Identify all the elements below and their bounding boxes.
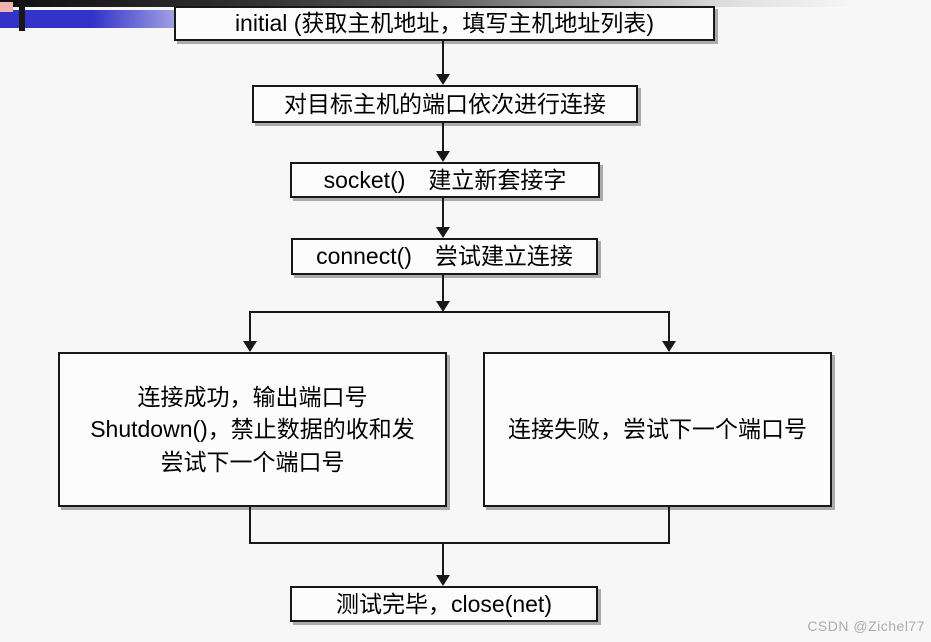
flow-branch-split-line bbox=[250, 311, 670, 313]
flow-line-initial-to-scan bbox=[442, 41, 444, 75]
node-initial-label: initial (获取主机地址，填写主机地址列表) bbox=[234, 10, 655, 37]
arrow-down-icon bbox=[662, 341, 676, 352]
node-scan-ports: 对目标主机的端口依次进行连接 bbox=[252, 85, 638, 123]
flow-line-socket-to-connect bbox=[442, 198, 444, 228]
node-connect-failure-label: 连接失败，尝试下一个端口号 bbox=[508, 416, 807, 443]
node-connect-success-line-3: 尝试下一个端口号 bbox=[160, 448, 345, 475]
node-test-done-label: 测试完毕，close(net) bbox=[336, 590, 552, 617]
flow-line-failure-to-merge bbox=[668, 507, 670, 544]
flow-line-merge-to-done bbox=[442, 544, 444, 575]
node-initial: initial (获取主机地址，填写主机地址列表) bbox=[174, 6, 715, 41]
flow-line-branch-to-failure bbox=[668, 311, 670, 342]
flow-line-scan-to-socket bbox=[442, 123, 444, 152]
pink-accent-square bbox=[0, 2, 13, 12]
node-scan-ports-label: 对目标主机的端口依次进行连接 bbox=[284, 90, 606, 117]
node-connect: connect() 尝试建立连接 bbox=[291, 238, 598, 275]
node-test-done: 测试完毕，close(net) bbox=[290, 586, 598, 622]
node-socket-label: socket() 建立新套接字 bbox=[323, 166, 567, 193]
arrow-down-icon bbox=[436, 301, 450, 312]
node-connect-success-line-2: Shutdown()，禁止数据的收和发 bbox=[90, 416, 415, 443]
arrow-down-icon bbox=[436, 227, 450, 238]
arrow-down-icon bbox=[436, 575, 450, 586]
top-gradient-bar bbox=[0, 0, 931, 7]
node-connect-success: 连接成功，输出端口号 Shutdown()，禁止数据的收和发 尝试下一个端口号 bbox=[58, 352, 447, 507]
flow-line-success-to-merge bbox=[249, 507, 251, 544]
arrow-down-icon bbox=[436, 151, 450, 162]
arrow-down-icon bbox=[243, 341, 257, 352]
node-connect-failure: 连接失败，尝试下一个端口号 bbox=[483, 352, 832, 507]
black-accent-bar bbox=[19, 0, 25, 31]
arrow-down-icon bbox=[436, 74, 450, 85]
node-connect-label: connect() 尝试建立连接 bbox=[316, 243, 573, 270]
node-socket: socket() 建立新套接字 bbox=[290, 162, 600, 198]
flow-branch-merge-line bbox=[250, 542, 670, 544]
node-connect-success-line-1: 连接成功，输出端口号 bbox=[137, 384, 368, 411]
flow-line-branch-to-success bbox=[249, 311, 251, 342]
flow-line-connect-to-branch bbox=[442, 275, 444, 302]
csdn-watermark: CSDN @Zichel77 bbox=[807, 618, 925, 634]
